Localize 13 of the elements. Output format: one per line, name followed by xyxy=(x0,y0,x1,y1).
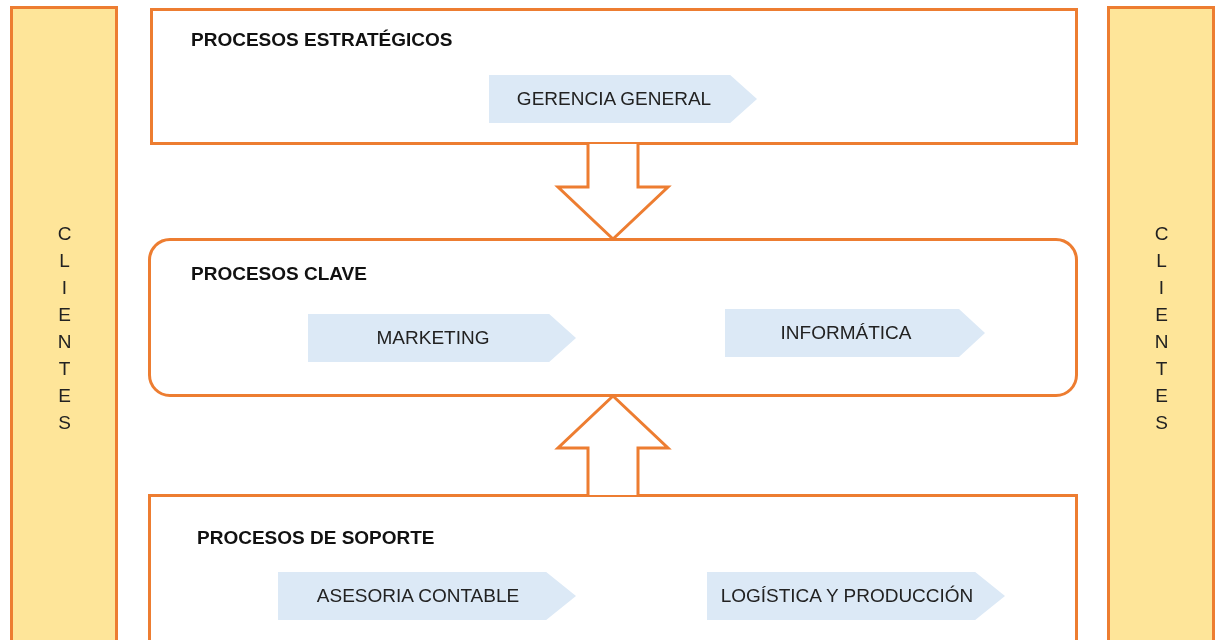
group-heading: PROCESOS DE SOPORTE xyxy=(197,527,435,549)
process-group-box xyxy=(148,494,1078,640)
group-heading: PROCESOS CLAVE xyxy=(191,263,367,285)
clients-side-bar: CLIENTES xyxy=(10,6,118,640)
process-group-box xyxy=(150,8,1078,145)
group-heading: PROCESOS ESTRATÉGICOS xyxy=(191,29,453,51)
process-chevron: MARKETING xyxy=(308,314,576,362)
process-chevron: LOGÍSTICA Y PRODUCCIÓN xyxy=(707,572,1005,620)
process-group-box xyxy=(148,238,1078,397)
clients-side-bar: CLIENTES xyxy=(1107,6,1215,640)
process-chevron: INFORMÁTICA xyxy=(725,309,985,357)
process-chevron: GERENCIA GENERAL xyxy=(489,75,757,123)
process-chevron: ASESORIA CONTABLE xyxy=(278,572,576,620)
